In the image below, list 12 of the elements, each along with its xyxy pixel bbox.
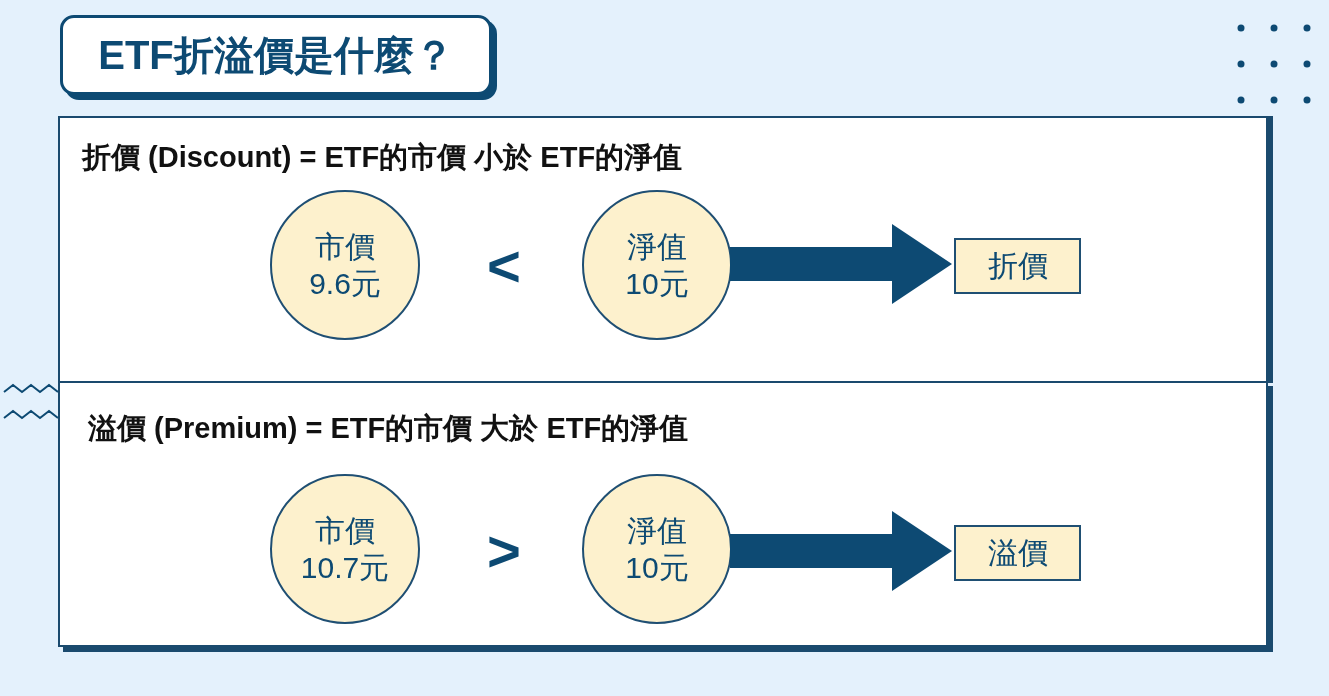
arrow	[730, 224, 952, 304]
value-circle: 淨值 10元	[582, 474, 732, 624]
value-circle: 淨值 10元	[582, 190, 732, 340]
arrow	[730, 511, 952, 591]
result-box: 折價	[954, 238, 1081, 294]
comparison-sign: >	[487, 517, 521, 584]
result-box: 溢價	[954, 525, 1081, 581]
section-heading: 溢價 (Premium) = ETF的市價 大於 ETF的淨值	[88, 411, 689, 446]
value-circle: 市價 10.7元	[270, 474, 420, 624]
section-heading: 折價 (Discount) = ETF的市價 小於 ETF的淨值	[82, 140, 683, 175]
value-circle: 市價 9.6元	[270, 190, 420, 340]
comparison-sign: <	[487, 232, 521, 299]
